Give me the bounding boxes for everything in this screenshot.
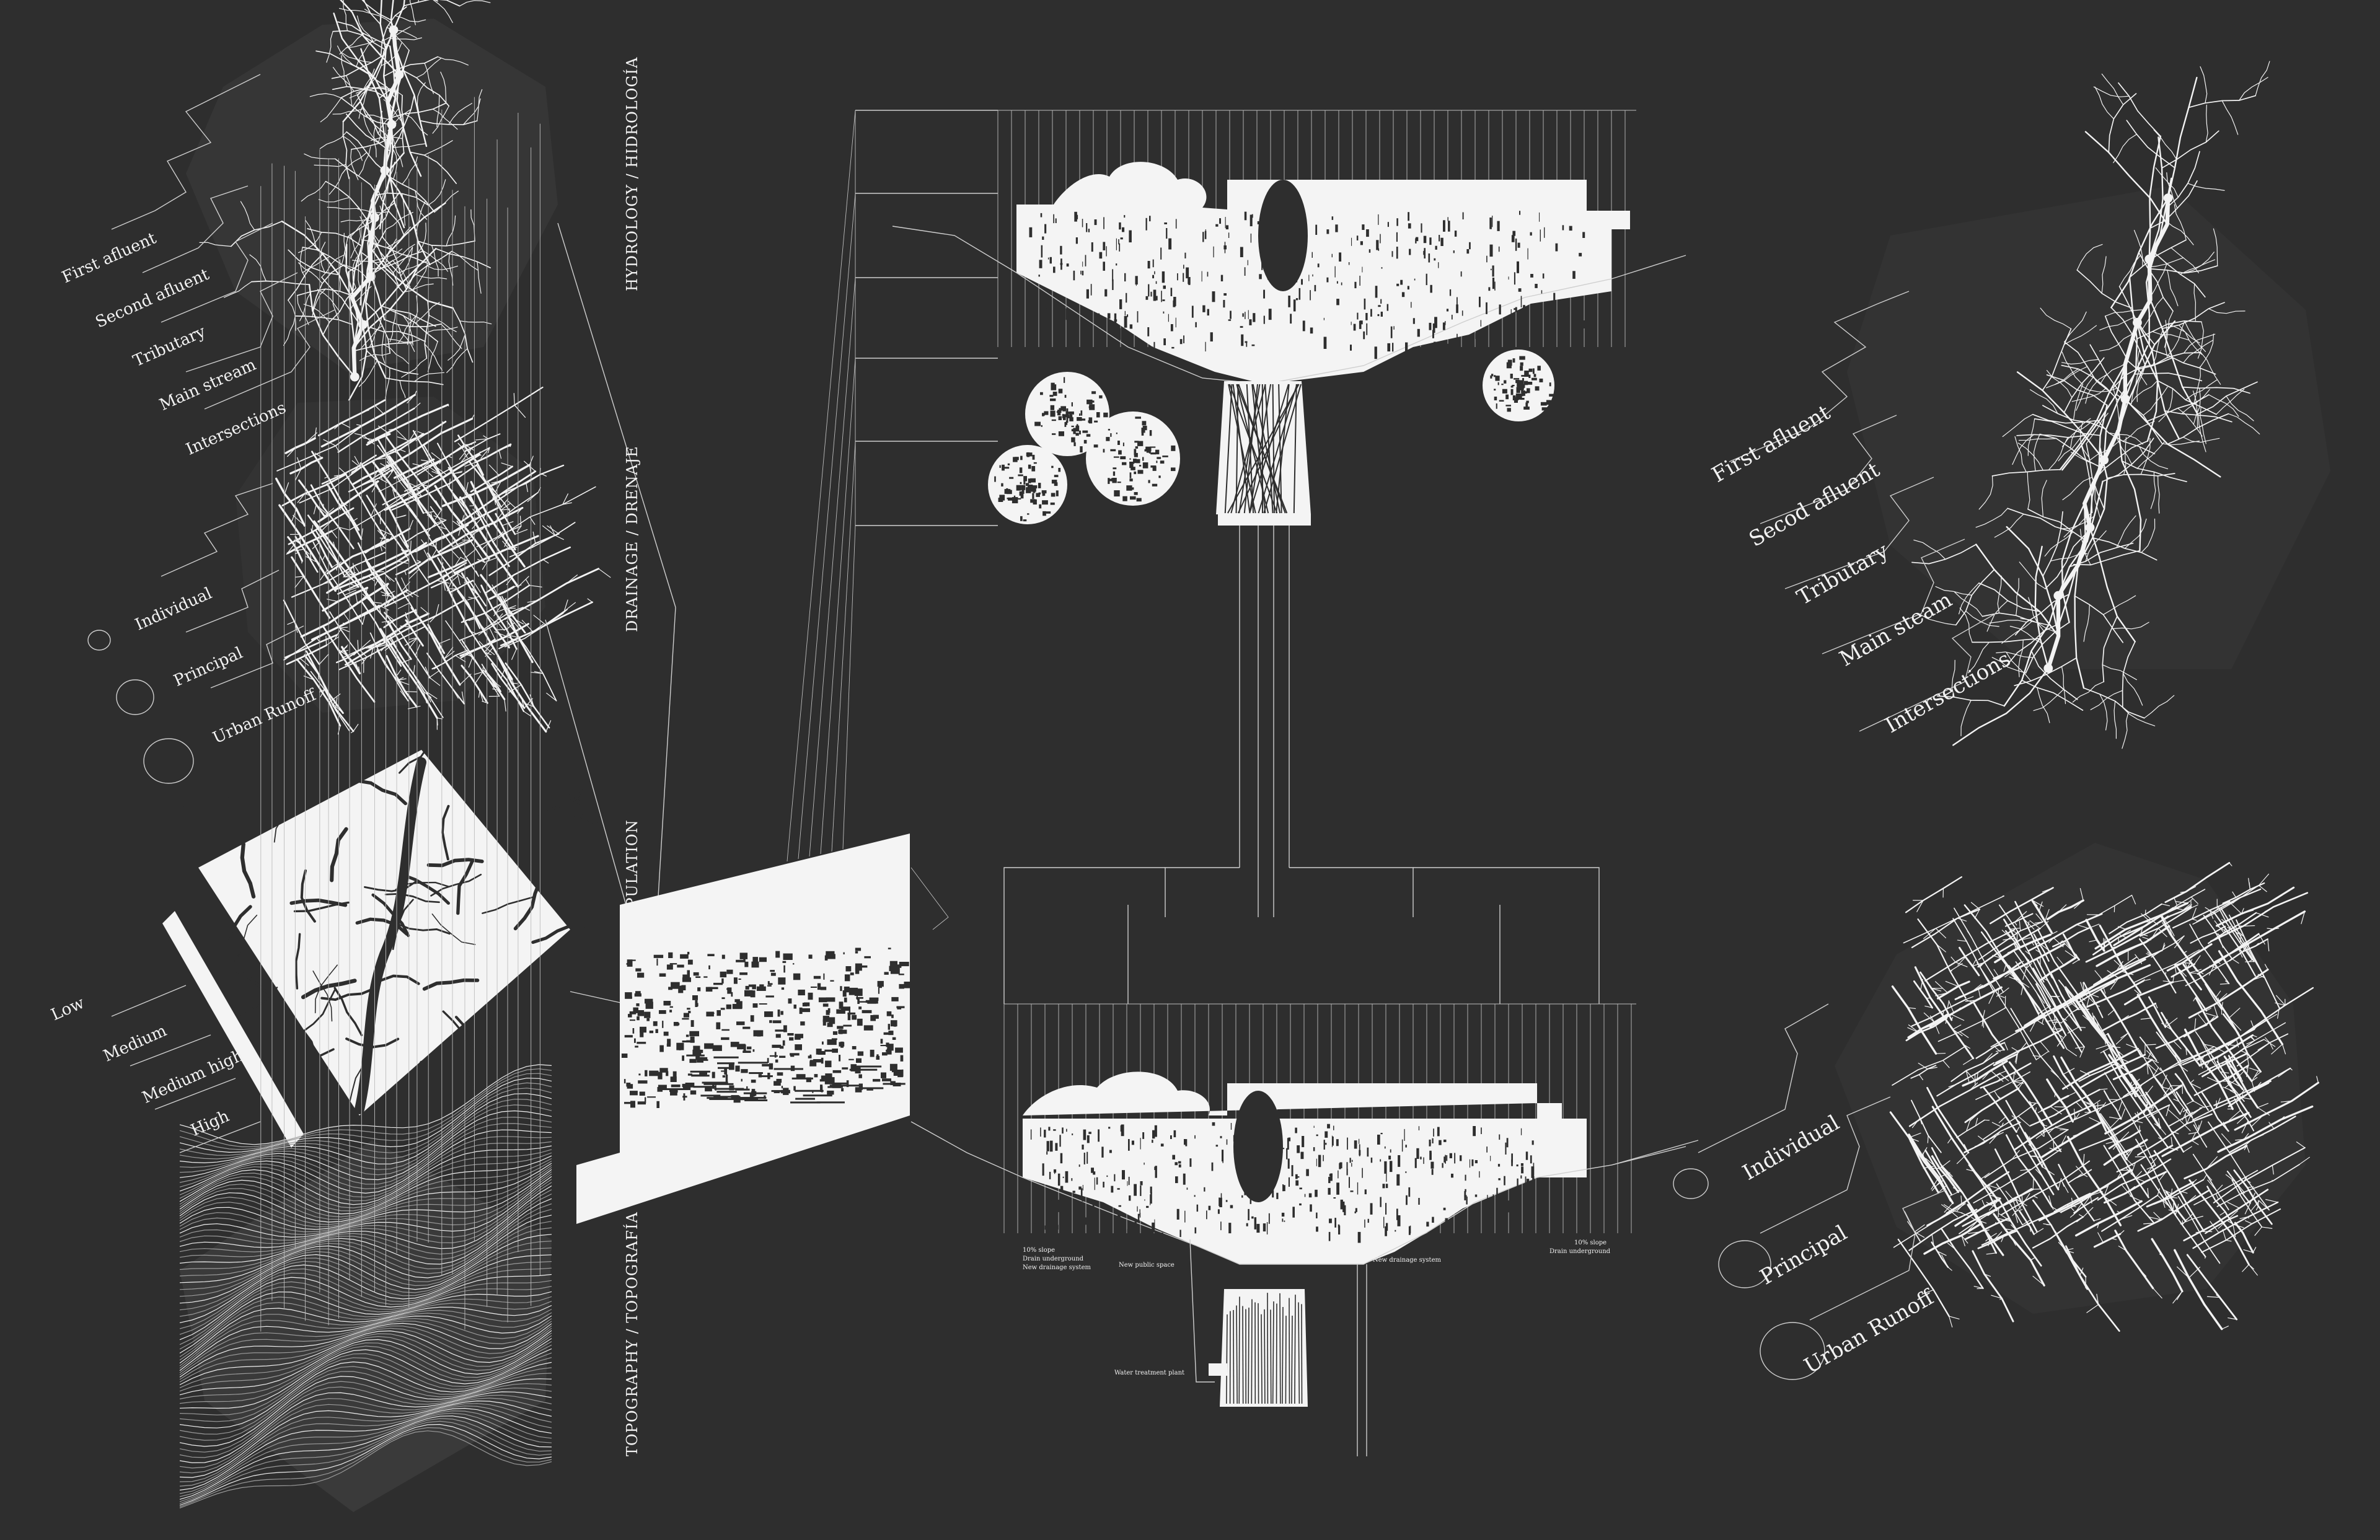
right-legend-circle-medium [1718,1240,1771,1288]
population-density-map [172,731,607,1127]
legend-urban-runoff: Urban Runoff [210,685,320,747]
inter-section-lines [1003,526,1600,1004]
section-annotations: 10% slope Drain underground New drainage… [1023,1239,1611,1376]
drainage-map [236,386,611,735]
note-public-space: New public space [1119,1262,1175,1269]
title-topography: TOPOGRAPHY / TOPOGRAFÍA [623,1212,641,1456]
legend-individual: Individual [133,584,215,634]
right-legend-main-steam: Main steam [1835,587,1956,672]
right-drainage-map [1835,843,2319,1332]
legend-low: Low [48,993,87,1024]
topography-mesh [179,1064,552,1512]
note-treatment-plant: Water treatment plant [1114,1370,1184,1376]
note-left-drain: Drain underground [1023,1256,1084,1262]
legend-second-afluent: Second afluent [93,265,213,332]
legend-medium-high: Medium high [139,1046,246,1107]
legend-first-afluent: First afluent [60,229,160,287]
legend-circle-medium [116,679,154,715]
right-legend-circle-small [1673,1168,1709,1199]
title-drainage: DRAINAGE / DRENAJE [624,446,641,632]
right-drainage-leaders [1611,1003,1947,1321]
right-legend-individual: Individual [1739,1111,1844,1186]
density-scale-bar [162,911,304,1148]
legend-circle-large [143,738,194,784]
right-legend-first-afluent: First afluent [1708,400,1835,487]
projection-lines [260,97,540,1332]
right-legend-tributary: Tributary [1793,538,1893,610]
legend-principal: Principal [171,644,245,691]
right-legend-circle-large [1760,1322,1825,1380]
street-photo-panel [576,834,914,1224]
right-legend-urban-runoff: Urban Runoff [1800,1284,1939,1379]
top-section-drawing [892,110,1686,526]
section-leaders [855,110,998,526]
right-legend-intersections: Intersections [1881,646,2015,738]
photo-vignettes [988,350,1554,524]
connector-fan [787,110,949,930]
note-left-slope: 10% slope [1023,1247,1055,1254]
note-left-system: New drainage system [1023,1264,1091,1271]
legend-tributary: Tributary [130,322,208,371]
right-hydrology-leaders [1729,291,1996,732]
legend-medium: Medium [100,1021,169,1065]
right-legend-principal: Principal [1756,1220,1851,1290]
left-legend-leaders [111,74,676,1153]
title-hydrology: HYDROLOGY / HIDROLOGÍA [623,57,641,291]
legend-circle-small [87,630,111,651]
right-legend-secod-afluent: Secod afluent [1745,457,1884,552]
note-drainage-system: New drainage system [1373,1257,1441,1264]
note-right-slope: 10% slope [1574,1239,1606,1246]
note-right-drain: Drain underground [1549,1248,1611,1255]
bottom-section-drawing [910,1003,1686,1456]
right-hydrology-map [1847,61,2330,749]
